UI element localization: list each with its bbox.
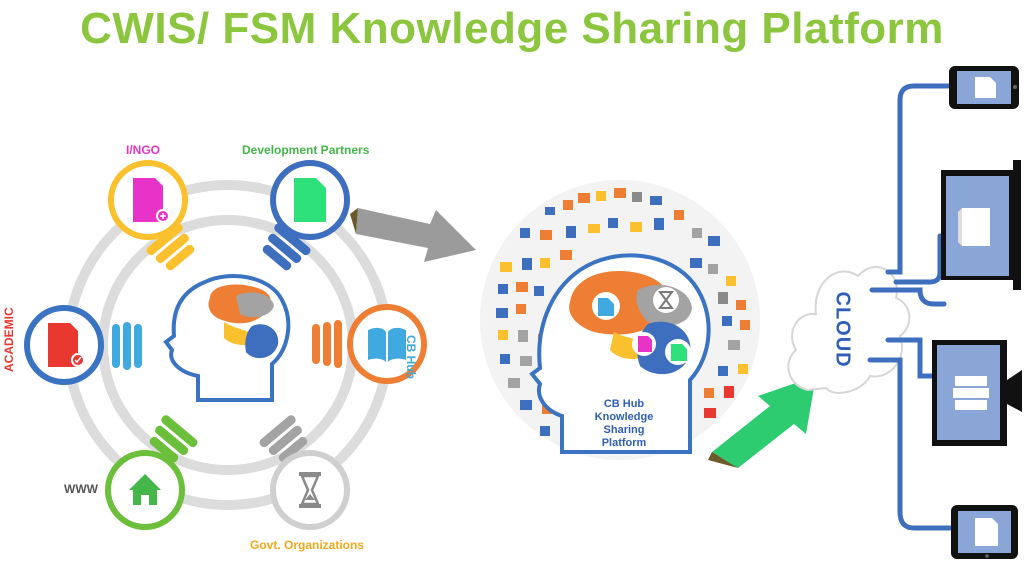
scattered-icons (496, 188, 750, 442)
hub-panel (480, 180, 760, 460)
document-check-icon (48, 323, 85, 367)
cloud-label: CLOUD (831, 291, 854, 368)
head-icon (163, 274, 291, 402)
bulb-base (149, 415, 198, 463)
development-partners-node (262, 160, 350, 271)
brain-icon (569, 271, 692, 375)
head-text-line-3: Sharing (603, 424, 645, 436)
hourglass-icon (299, 472, 321, 508)
label-ingo: I/NGO (126, 143, 161, 157)
page-title: CWIS/ FSM Knowledge Sharing Platform (80, 4, 944, 53)
monitor-device-1 (941, 160, 1021, 290)
monitor-device-2 (932, 340, 1022, 446)
bulb-base (262, 223, 311, 271)
network-lines (867, 83, 953, 531)
cb-hub-node (312, 304, 427, 384)
label-cb-hub: CB Hub (404, 335, 418, 379)
head-text-line-4: Platform (601, 437, 647, 449)
govt-node (259, 415, 350, 530)
book-icon (368, 327, 406, 362)
head-platform-text: CB Hub Knowledge Sharing Platform (588, 398, 660, 450)
book-stack-icon (953, 376, 989, 410)
folder-icon (962, 208, 990, 246)
tablet-device-bottom (951, 505, 1018, 559)
www-node (105, 415, 198, 530)
green-arrow (708, 376, 816, 468)
grey-arrow (350, 208, 476, 262)
bulb-base (259, 415, 308, 463)
label-www: WWW (64, 482, 98, 496)
document-icon (975, 518, 998, 546)
label-academic: ACADEMIC (2, 307, 16, 372)
academic-node (24, 305, 142, 385)
document-plus-icon (133, 178, 170, 223)
ingo-node (108, 160, 195, 271)
home-icon (129, 474, 161, 505)
head-text-line-1: CB Hub (603, 398, 645, 410)
bulb-base (146, 223, 195, 271)
label-development-partners: Development Partners (242, 143, 370, 157)
label-govt-organizations: Govt. Organizations (250, 538, 365, 552)
document-icon (975, 77, 996, 98)
tablet-device-top (949, 66, 1019, 109)
head-text-line-2: Knowledge (594, 411, 654, 423)
document-icon (294, 178, 326, 222)
